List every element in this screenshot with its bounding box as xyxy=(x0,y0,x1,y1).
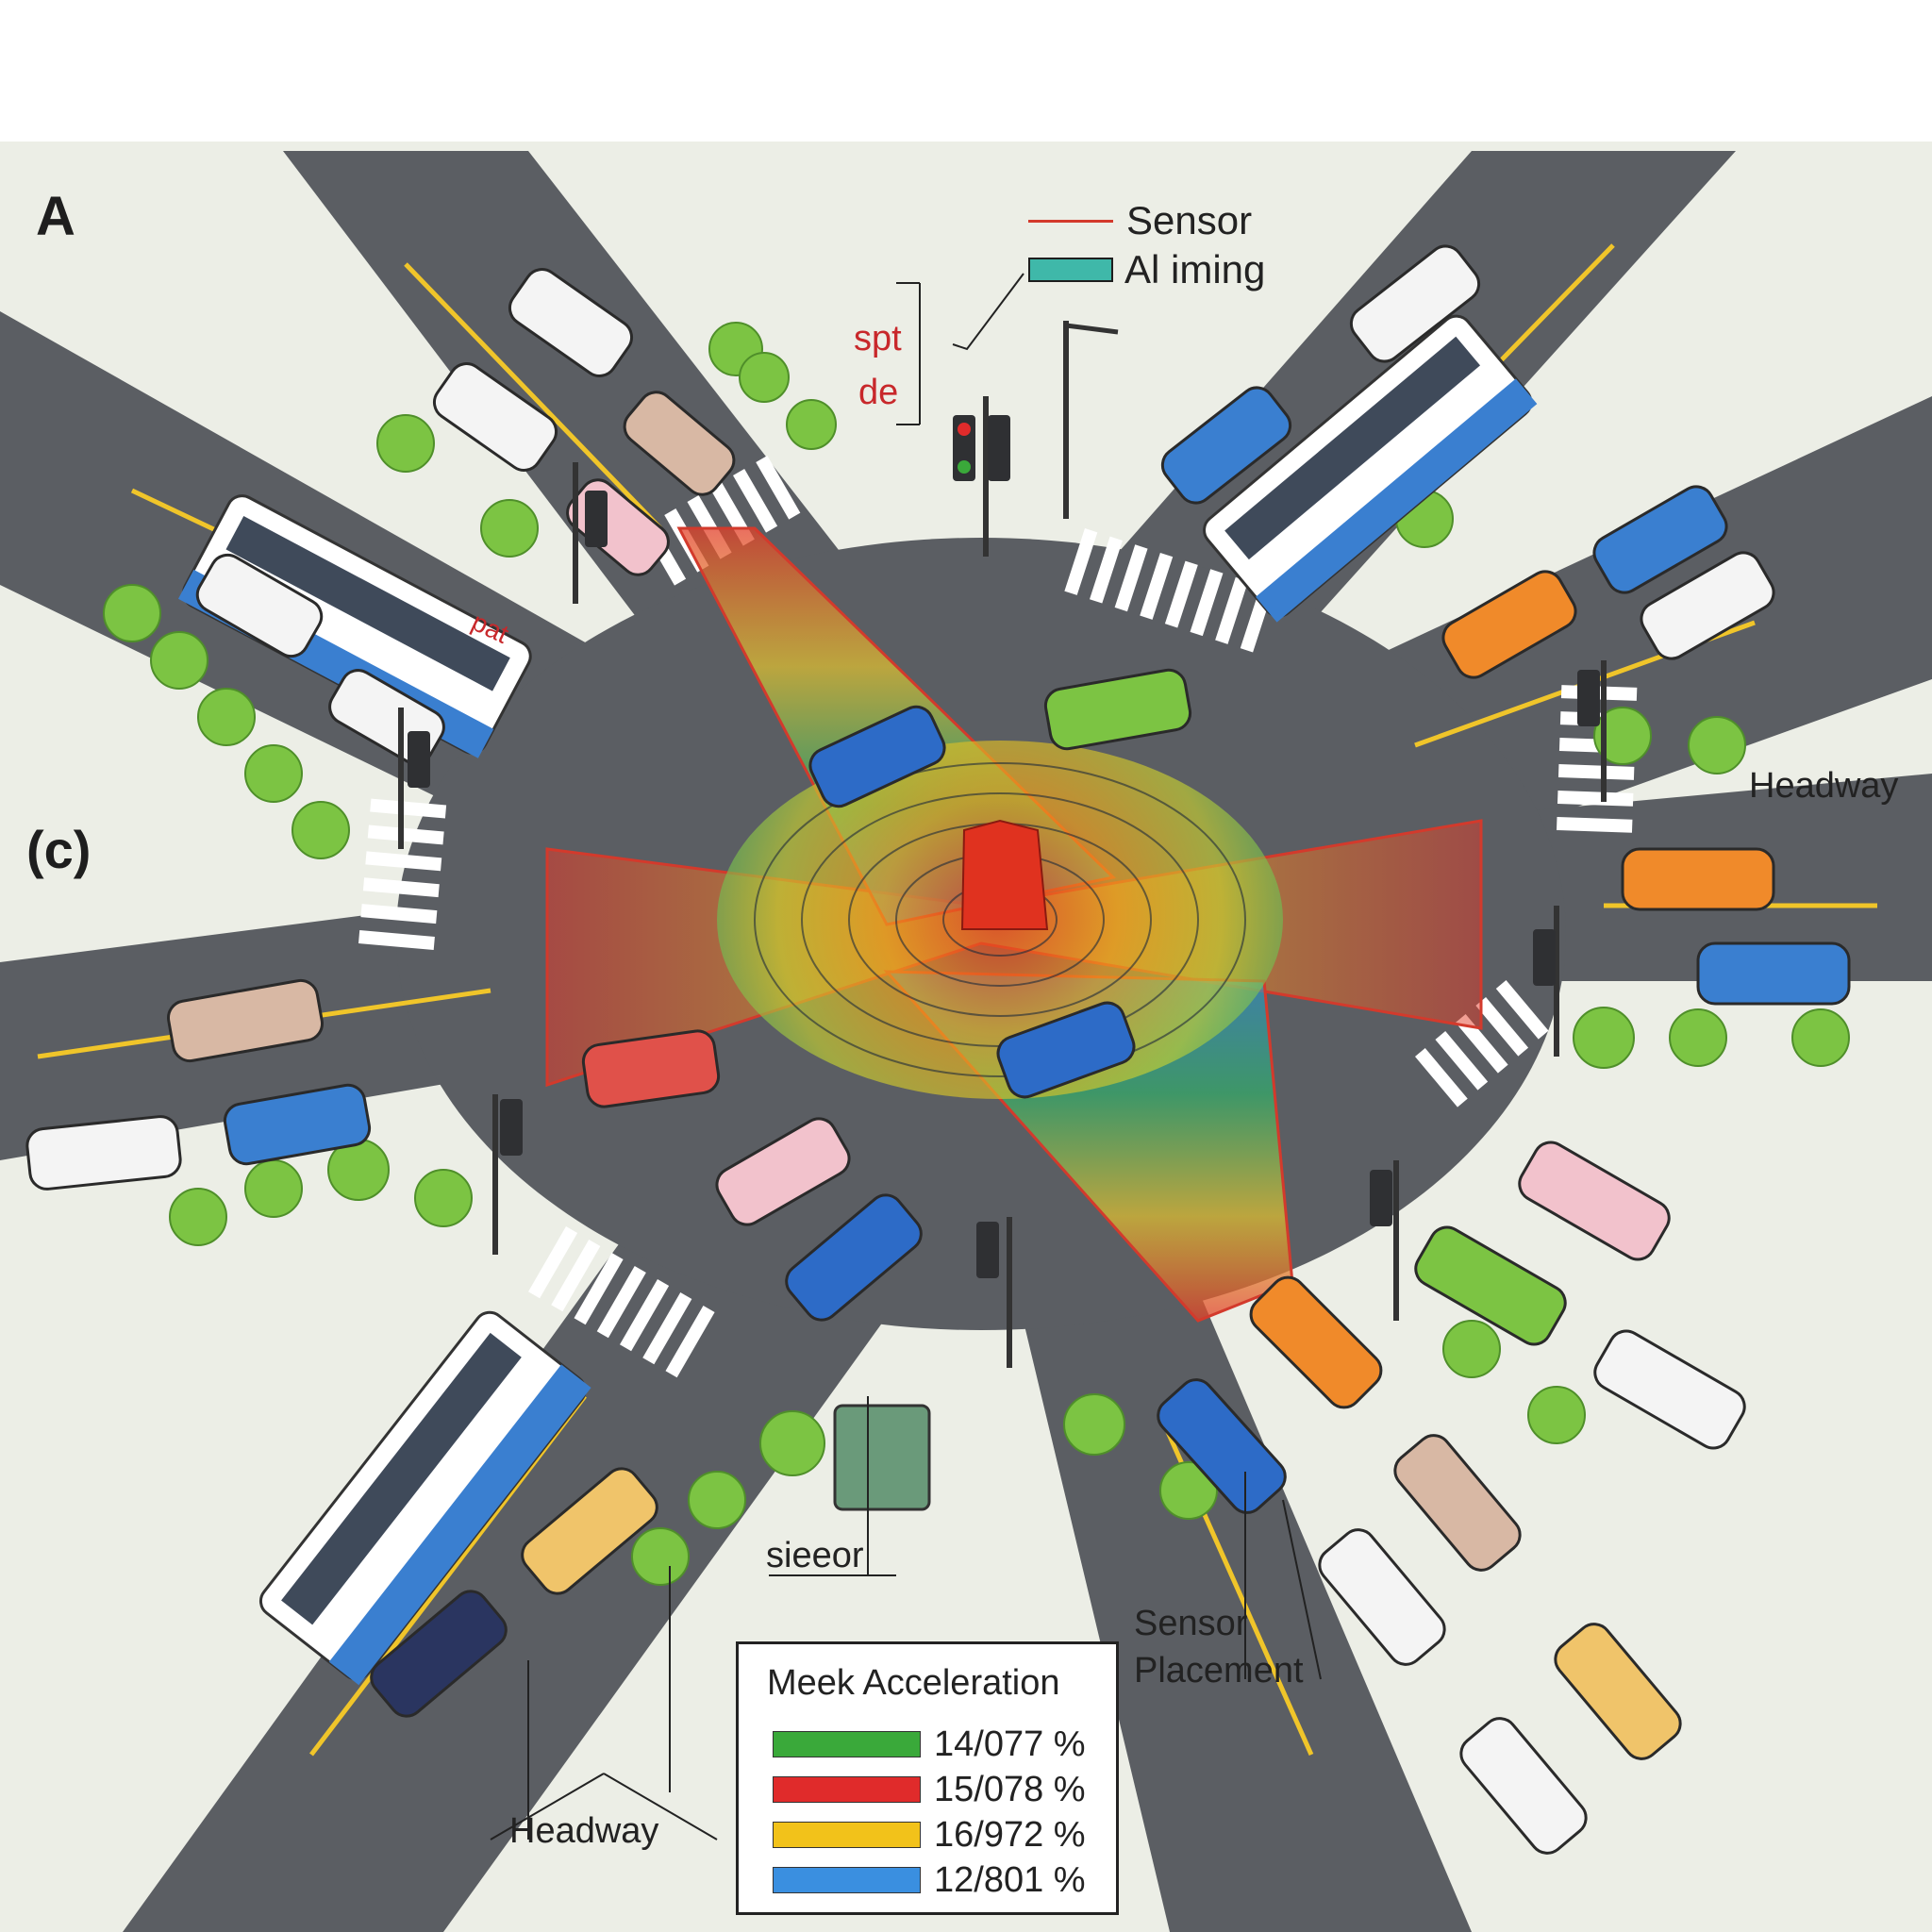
sensor-line-swatch xyxy=(1028,219,1113,223)
headway-label-bottom: Headway xyxy=(509,1811,659,1851)
red-note-de: de xyxy=(858,373,899,412)
top-legend-row-timing: Al iming xyxy=(1028,247,1265,292)
sensor-placement-label-line1: Sensor xyxy=(1134,1604,1248,1643)
legend-swatch-blue xyxy=(773,1867,921,1893)
sensor-placement-label-line2: Placement xyxy=(1134,1651,1304,1690)
top-legend: Sensor Al iming xyxy=(1028,198,1311,302)
top-legend-row-sensor: Sensor xyxy=(1028,198,1252,243)
timing-box-swatch xyxy=(1028,258,1113,282)
legend-swatch-red xyxy=(773,1776,921,1803)
sensor-spike xyxy=(960,819,1049,930)
legend-swatch-yellow xyxy=(773,1822,921,1848)
acceleration-legend: Meek Acceleration 14/077 % 15/078 % 16/9… xyxy=(736,1641,1119,1915)
red-note-spt: spt xyxy=(854,319,902,358)
legend-row: 15/078 % xyxy=(773,1769,1086,1809)
top-legend-sensor-label: Sensor xyxy=(1126,198,1253,242)
callout-lines xyxy=(490,273,1322,1840)
legend-value: 14/077 % xyxy=(934,1724,1086,1764)
legend-swatch-green xyxy=(773,1731,921,1757)
legend-row: 14/077 % xyxy=(773,1724,1086,1764)
panel-label-a: A xyxy=(36,186,75,247)
headway-label-right: Headway xyxy=(1749,766,1899,806)
trees xyxy=(103,322,1850,1586)
legend-value: 15/078 % xyxy=(934,1769,1086,1809)
legend-value: 12/801 % xyxy=(934,1859,1086,1900)
sensor-kiosk xyxy=(833,1404,931,1511)
cars xyxy=(25,244,1851,1855)
sieeor-label: sieeor xyxy=(766,1536,864,1575)
top-legend-timing-label: Al iming xyxy=(1124,247,1266,291)
legend-title: Meek Acceleration xyxy=(767,1663,1060,1703)
legend-row: 12/801 % xyxy=(773,1859,1086,1900)
legend-value: 16/972 % xyxy=(934,1814,1086,1855)
legend-row: 16/972 % xyxy=(773,1814,1086,1855)
panel-label-c: (c) xyxy=(26,820,92,879)
traffic-lights xyxy=(398,321,1607,1511)
